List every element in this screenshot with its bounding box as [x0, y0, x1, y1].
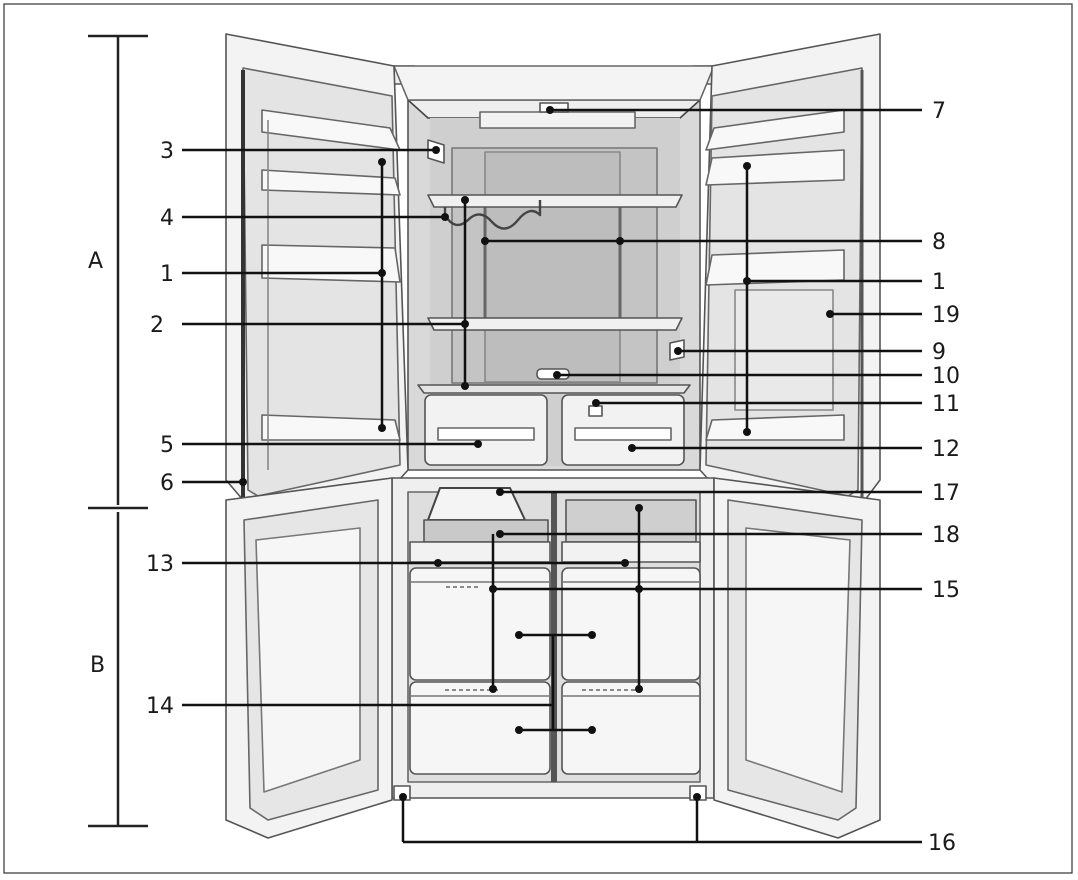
callout-12-label: 12 [932, 437, 960, 462]
callout-16-label: 16 [928, 831, 956, 856]
section-a-label: A [88, 249, 103, 274]
top-lamp [479, 111, 636, 129]
section-brackets [88, 34, 148, 828]
middle-glass-shelf [427, 317, 683, 331]
callout-17-label: 17 [932, 481, 960, 506]
callout-19-label: 19 [932, 303, 960, 328]
callout-1-left-label: 1 [160, 262, 174, 287]
section-b-label: B [90, 653, 105, 678]
freezer-drawer-2 [561, 567, 701, 681]
callout-14-label: 14 [146, 694, 174, 719]
callout-2-label: 2 [150, 313, 164, 338]
freezer-drawer-1 [409, 567, 551, 681]
callout-1-right-label: 1 [932, 270, 946, 295]
callout-7-label: 7 [932, 99, 946, 124]
freezer-drawer-4 [561, 681, 701, 775]
callout-15-label: 15 [932, 578, 960, 603]
callout-5-label: 5 [160, 433, 174, 458]
top-glass-shelf [427, 194, 683, 208]
callout-10-label: 10 [932, 364, 960, 389]
callout-9-label: 9 [932, 340, 946, 365]
callout-dots [239, 106, 834, 801]
callout-3-label: 3 [160, 139, 174, 164]
fridge-illustration [225, 33, 881, 839]
callout-8-label: 8 [932, 230, 946, 255]
callout-11-label: 11 [932, 392, 960, 417]
callout-6-label: 6 [160, 471, 174, 496]
leader-lines [182, 108, 922, 844]
callout-18-label: 18 [932, 523, 960, 548]
callout-13-label: 13 [146, 552, 174, 577]
callout-4-label: 4 [160, 206, 174, 231]
diagram-border [3, 3, 1073, 874]
